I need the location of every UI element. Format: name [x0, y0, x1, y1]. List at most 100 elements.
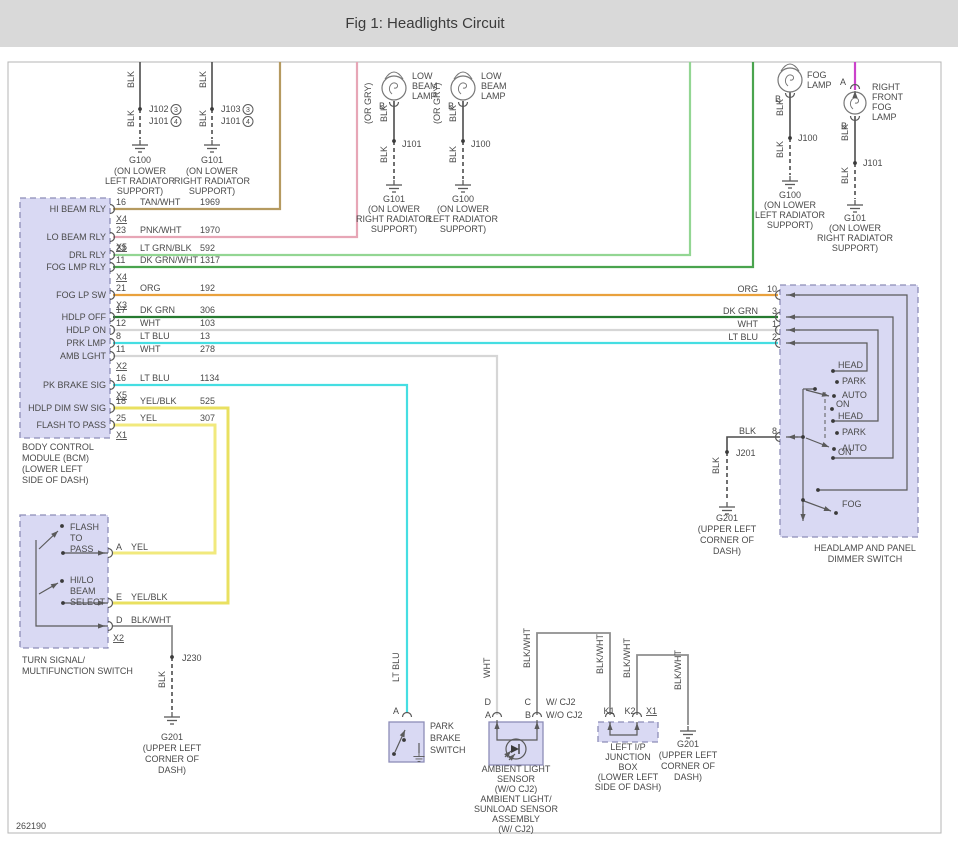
diagram-label: J101 — [863, 158, 883, 168]
diagram-label: LOW — [412, 71, 433, 81]
splice-dot — [831, 369, 835, 373]
diagram-label: FRONT — [872, 92, 903, 102]
diagram-label: LEFT RADIATOR — [428, 214, 499, 224]
connector-pin-icon — [774, 324, 781, 336]
ground-symbol-icon — [204, 140, 220, 153]
splice-dot — [60, 524, 64, 528]
low-beam-lamp-right-socket — [453, 71, 473, 80]
diagram-label: 1969 — [200, 197, 220, 207]
diagram-label: (W/ CJ2) — [498, 824, 534, 834]
footnote-number: 4 — [174, 119, 178, 126]
arrowhead-icon — [98, 550, 105, 556]
diagram-label: JUNCTION — [605, 752, 651, 762]
diagram-label: BLK/WHT — [673, 649, 683, 690]
wire-blk-wht-multifunction — [112, 625, 173, 657]
diagram-label: B — [525, 710, 531, 720]
diagram-label: BLK — [840, 167, 850, 184]
diagram-label: BLK — [739, 426, 756, 436]
diagram-label: CORNER OF — [145, 754, 200, 764]
diagram-label: A — [485, 710, 491, 720]
diagram-label: SUPPORT) — [189, 186, 235, 196]
diagram-label: FOG LP SW — [56, 290, 106, 300]
diagram-label: AUTO — [842, 443, 867, 453]
wire-blk-dimmer-ground — [726, 436, 780, 452]
diagram-label: G201 — [161, 732, 183, 742]
diagram-label: SWITCH — [430, 745, 466, 755]
splice-dot — [832, 447, 836, 451]
splice-dot — [461, 139, 465, 143]
diagram-label: BEAM — [481, 81, 507, 91]
footnote-number: 3 — [174, 107, 178, 114]
diagram-label: HI/LO — [70, 575, 94, 585]
diagram-label: PARK — [842, 427, 866, 437]
diagram-label: YEL/BLK — [140, 396, 177, 406]
arrowhead-icon — [634, 723, 640, 730]
diagram-label: W/O CJ2 — [546, 710, 583, 720]
arrowhead-icon — [51, 531, 58, 538]
diagram-label: 8 — [116, 331, 121, 341]
diagram-label: J100 — [471, 139, 491, 149]
diagram-label: DRL RLY — [69, 250, 106, 260]
splice-dot — [831, 456, 835, 460]
diagram-label: J103 — [221, 104, 241, 114]
diagram-label: (ON LOWER — [764, 200, 817, 210]
arrowhead-icon — [823, 506, 831, 512]
diagram-label: 12 — [116, 318, 126, 328]
connector-pin-icon — [774, 311, 781, 323]
diagram-label: ASSEMBLY — [492, 814, 540, 824]
diagram-label: FLASH — [70, 522, 99, 532]
arrowhead-icon — [788, 434, 795, 440]
splice-dot — [210, 107, 214, 111]
arrowhead-icon — [852, 91, 858, 98]
connector-pin-icon — [109, 324, 116, 336]
diagram-label: BLK — [379, 105, 389, 122]
diagram-label: (W/O CJ2) — [495, 784, 538, 794]
connector-pin-icon — [109, 289, 116, 301]
diagram-label: 1317 — [200, 255, 220, 265]
connector-pin-icon — [401, 711, 413, 718]
diagram-label: SENSOR — [497, 774, 536, 784]
diagram-label: X2 — [116, 361, 127, 371]
diagram-label: (OR GRY) — [432, 83, 442, 124]
photodiode-icon — [505, 738, 527, 760]
diagram-label: BLK — [775, 99, 785, 116]
ground-g101-label: G101 — [201, 155, 223, 165]
ground-symbol-icon — [719, 502, 735, 515]
low-beam-lamp-right — [450, 75, 476, 101]
diagram-label: DK GRN — [140, 305, 175, 315]
figure-title: Fig 1: Headlights Circuit — [345, 15, 505, 32]
diagram-label: 25 — [116, 413, 126, 423]
arrowhead-icon — [800, 514, 806, 521]
footnote-circle-icon — [242, 104, 254, 115]
wire-dk-grn-wht-1317 — [113, 62, 755, 269]
diagram-label: (UPPER LEFT — [143, 743, 202, 753]
diagram-label: FOG — [807, 70, 827, 80]
diagram-label: BLK — [711, 457, 721, 474]
splice-dot — [60, 579, 64, 583]
wire-tan-wht-1969 — [113, 62, 282, 211]
diagram-label: J230 — [182, 653, 202, 663]
diagram-label: BLK — [198, 110, 208, 127]
diagram-label: 2 — [772, 332, 777, 342]
diagram-label: LOW — [481, 71, 502, 81]
wire-pnk-wht-1970 — [113, 62, 359, 239]
diagram-label: 1 — [772, 319, 777, 329]
diagram-label: 13 — [200, 331, 210, 341]
diagram-label: A — [840, 77, 846, 87]
splice-dot — [813, 387, 817, 391]
diagram-label: BLK — [840, 124, 850, 141]
connector-pin-icon — [109, 249, 116, 261]
splice-dot — [725, 450, 729, 454]
diagram-label: J201 — [736, 448, 756, 458]
diagram-label: X1 — [116, 430, 127, 440]
diagram-label: YEL/BLK — [131, 592, 168, 602]
footnote-number: 3 — [246, 107, 250, 114]
diagram-label: (ON LOWER — [829, 223, 882, 233]
diagram-label: WHT — [738, 319, 759, 329]
splice-dot — [835, 380, 839, 384]
ground-symbol-icon — [413, 753, 425, 762]
connector-pin-icon — [774, 337, 781, 349]
drawing-number: 262190 — [16, 821, 46, 831]
connector-pin-icon — [849, 115, 861, 122]
diagram-label: 3 — [772, 306, 777, 316]
